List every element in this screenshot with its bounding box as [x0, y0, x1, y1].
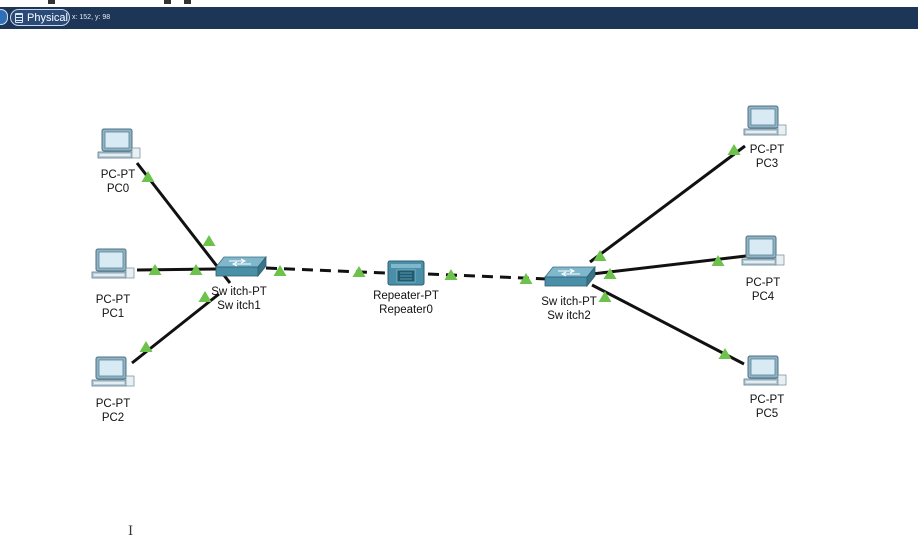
link-light-switch2-pc3-0 [593, 250, 607, 261]
repeater-icon-repeater0[interactable] [387, 260, 425, 286]
text-cursor-icon: I [128, 524, 134, 539]
device-label-pc3[interactable]: PC-PT PC3 [707, 143, 827, 171]
link-light-pc0-switch1-0 [141, 171, 155, 182]
device-label-pc4[interactable]: PC-PT PC4 [703, 276, 823, 304]
link-light-switch2-pc4-1 [711, 255, 725, 266]
cable-pc1-switch1[interactable] [136, 267, 217, 272]
device-name-label: PC4 [751, 291, 775, 303]
topology-canvas[interactable] [0, 29, 918, 530]
link-light-pc0-switch1-1 [202, 235, 216, 246]
switch-icon-switch1[interactable] [215, 255, 267, 278]
device-label-pc0[interactable]: PC-PT PC0 [58, 168, 178, 196]
device-label-pc5[interactable]: PC-PT PC5 [707, 393, 827, 421]
pc-icon-pc5[interactable] [743, 355, 787, 386]
pc-icon-pc3[interactable] [743, 105, 787, 136]
pc-icon-pc0[interactable] [97, 128, 141, 159]
device-name-label: PC3 [755, 158, 779, 170]
device-model-label: PC-PT [95, 294, 131, 306]
device-name-label: Repeater0 [379, 304, 433, 316]
device-model-label: Repeater-PT [373, 290, 439, 302]
pc-icon-pc4[interactable] [741, 235, 785, 266]
device-model-label: PC-PT [95, 398, 131, 410]
logical-view-button[interactable] [0, 9, 8, 25]
link-light-repeater0-switch2-0 [444, 269, 458, 280]
cable-switch2-pc5[interactable] [591, 283, 745, 366]
link-light-pc1-switch1-1 [189, 264, 203, 275]
workspace-toolbar: Physical x: 152, y: 98 [0, 7, 918, 29]
device-label-repeater0[interactable]: Repeater-PT Repeater0 [346, 289, 466, 317]
device-label-switch2[interactable]: Sw itch-PT Sw itch2 [509, 295, 629, 323]
cable-switch2-pc3[interactable] [589, 144, 746, 264]
link-light-repeater0-switch2-1 [519, 273, 533, 284]
cable-switch1-repeater0[interactable] [265, 266, 387, 275]
device-label-pc1[interactable]: PC-PT PC1 [53, 293, 173, 321]
toolbar-icon[interactable] [184, 0, 191, 4]
device-label-pc2[interactable]: PC-PT PC2 [53, 397, 173, 425]
device-label-switch1[interactable]: Sw itch-PT Sw itch1 [179, 285, 299, 313]
device-name-label: PC5 [755, 408, 779, 420]
device-model-label: PC-PT [745, 277, 781, 289]
rack-icon [15, 12, 23, 23]
link-light-switch2-pc4-0 [603, 268, 617, 279]
device-model-label: PC-PT [749, 394, 785, 406]
link-light-pc2-switch1-1 [198, 291, 212, 302]
toolbar-icon[interactable] [164, 0, 171, 4]
device-name-label: PC1 [101, 308, 125, 320]
pc-icon-pc1[interactable] [91, 248, 135, 279]
link-light-switch2-pc5-0 [598, 291, 612, 302]
physical-tab-label: Physical [27, 11, 68, 24]
device-model-label: Sw itch-PT [211, 286, 267, 298]
link-light-switch2-pc3-1 [727, 144, 741, 155]
cable-pc0-switch1[interactable] [135, 162, 232, 284]
link-light-switch2-pc5-1 [718, 348, 732, 359]
device-name-label: Sw itch1 [217, 300, 261, 312]
link-light-pc1-switch1-0 [148, 264, 162, 275]
physical-tab[interactable]: Physical [10, 9, 70, 26]
switch-icon-switch2[interactable] [544, 265, 596, 288]
pc-icon-pc2[interactable] [91, 356, 135, 387]
link-light-pc2-switch1-0 [139, 341, 153, 352]
device-name-label: PC0 [106, 183, 130, 195]
cursor-coordinates: x: 152, y: 98 [72, 14, 111, 21]
toolbar-icon[interactable] [48, 0, 55, 4]
window-top-strip [0, 0, 918, 7]
link-light-switch1-repeater0-1 [352, 266, 366, 277]
link-light-switch1-repeater0-0 [273, 265, 287, 276]
device-model-label: PC-PT [100, 169, 136, 181]
device-model-label: PC-PT [749, 144, 785, 156]
device-model-label: Sw itch-PT [541, 296, 597, 308]
device-name-label: PC2 [101, 412, 125, 424]
device-name-label: Sw itch2 [547, 310, 591, 322]
